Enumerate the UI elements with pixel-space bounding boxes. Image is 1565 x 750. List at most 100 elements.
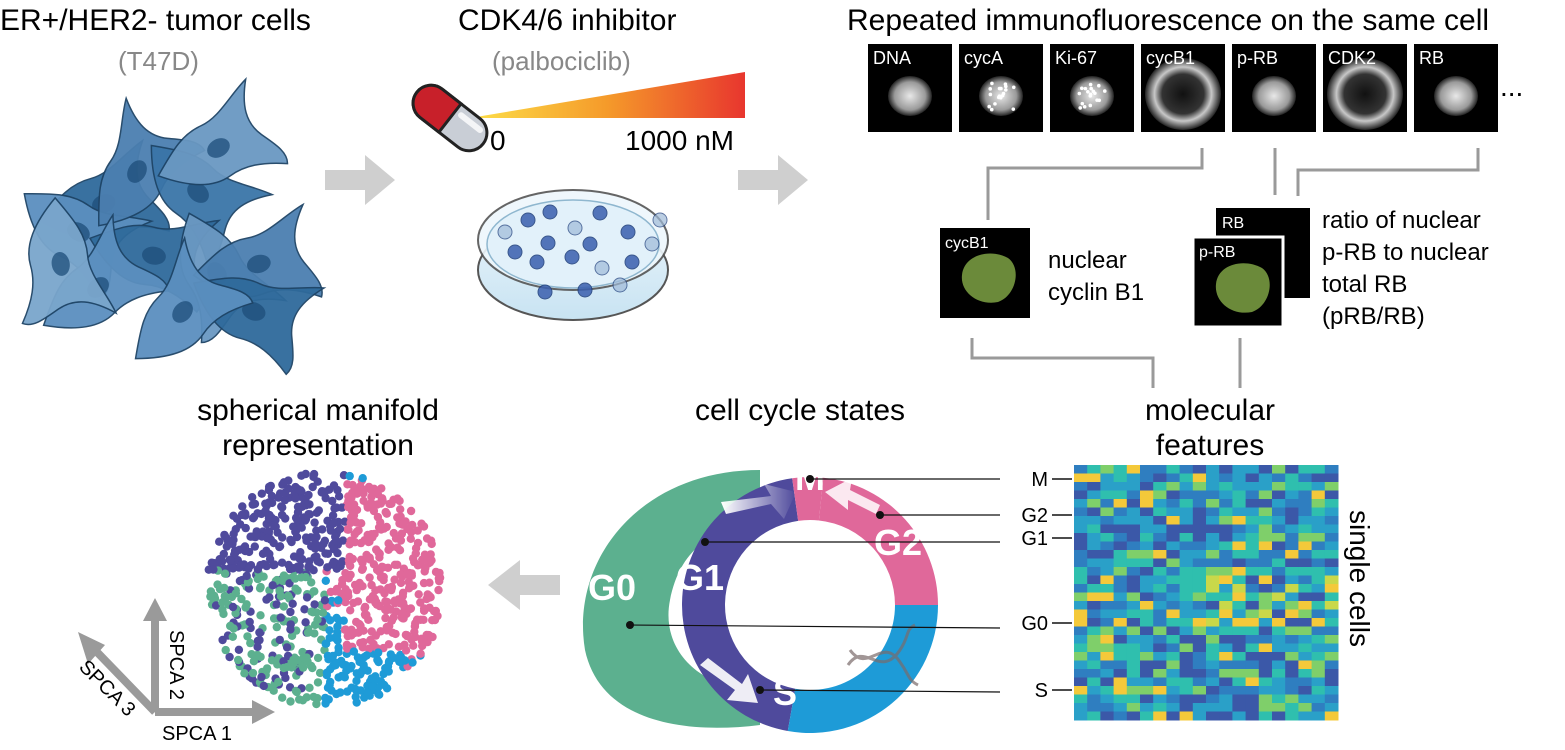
manifold-point (349, 598, 358, 608)
manifold-point (301, 515, 311, 524)
heatmap-cell (1126, 694, 1141, 704)
heatmap-cell (1192, 652, 1207, 661)
heatmap-cell (1113, 652, 1128, 661)
heatmap-cell (1126, 652, 1141, 661)
heatmap-cell (1153, 550, 1167, 559)
heatmap-cell (1298, 524, 1313, 534)
heatmap-cell (1153, 490, 1167, 500)
tumor-cell (192, 202, 323, 298)
heatmap-cell (1100, 609, 1115, 619)
connector-lines (970, 148, 1480, 388)
heatmap-row-labels: M G2 G1 G0 S (1021, 469, 1072, 702)
manifold-point (263, 533, 272, 543)
heatmap-cell (1232, 652, 1247, 661)
manifold-point (274, 493, 283, 502)
manifold-point (253, 574, 262, 584)
heatmap-cell (1219, 533, 1233, 542)
manifold-point (350, 517, 359, 526)
ratio-desc-4: (pRB/RB) (1322, 303, 1425, 330)
manifold-point (237, 594, 246, 604)
heatmap-cell (1258, 482, 1273, 491)
manifold-point (278, 693, 287, 702)
manifold-point (406, 534, 415, 543)
manifold-point (285, 579, 294, 588)
heatmap-cell (1166, 601, 1181, 610)
heatmap-cell (1140, 482, 1154, 491)
heatmap-cell (1245, 635, 1260, 644)
heatmap-cell (1324, 541, 1339, 551)
manifold-point (276, 613, 285, 622)
heatmap-cell (1206, 711, 1220, 721)
manifold-point (289, 655, 298, 665)
heatmap-cell (1087, 652, 1101, 661)
heatmap-cell (1206, 660, 1220, 670)
heatmap-cell (1232, 567, 1247, 576)
heatmap-cell (1258, 660, 1273, 670)
heatmap-cell (1140, 499, 1154, 508)
manifold-point (410, 622, 420, 631)
manifold-point (270, 522, 279, 531)
manifold-point (295, 565, 304, 574)
manifold-point (242, 571, 251, 581)
manifold-scatter (204, 469, 445, 710)
manifold-point (328, 496, 337, 506)
heatmap-cell (1074, 567, 1088, 576)
heatmap-cell (1272, 584, 1286, 593)
manifold-point (410, 557, 419, 567)
heatmap-cell (1258, 473, 1273, 483)
heatmap-cell (1285, 652, 1299, 661)
heatmap-cell (1192, 575, 1207, 585)
manifold-point (429, 607, 439, 616)
heatmap-cell (1087, 643, 1101, 653)
manifold-point (364, 482, 374, 492)
heatmap-cell (1245, 677, 1260, 687)
heatmap-cell (1232, 601, 1247, 610)
heatmap-cell (1074, 618, 1088, 627)
heatmap-cell (1140, 524, 1154, 534)
heatmap-cell (1113, 669, 1128, 678)
heatmap-cell (1298, 635, 1313, 644)
heatmap-side-label: single cells (1344, 510, 1375, 647)
manifold-point (328, 651, 338, 661)
heatmap-cell (1298, 465, 1313, 474)
heatmap-cell (1100, 499, 1115, 508)
manifold-point (334, 673, 343, 682)
heatmap-cell (1126, 533, 1141, 542)
heatmap-cell (1285, 669, 1299, 678)
heatmap-cell (1311, 686, 1326, 695)
heatmap-cell (1100, 686, 1115, 695)
heatmap-cell (1285, 626, 1299, 636)
heatmap-cell (1192, 694, 1207, 704)
heatmap-cell (1324, 490, 1339, 500)
heatmap-cell (1245, 711, 1260, 721)
heatmap-cell (1179, 703, 1194, 712)
cycb1-nucleus (961, 253, 1016, 303)
flow-arrow-3 (488, 560, 560, 610)
manifold-point (346, 606, 355, 615)
manifold-point (209, 565, 218, 574)
heatmap-cell (1113, 618, 1128, 627)
heatmap-cell (1272, 618, 1286, 627)
heatmap-cell (1219, 669, 1233, 678)
heatmap-cell (1258, 609, 1273, 619)
heatmap-cell (1100, 601, 1115, 610)
manifold-point (435, 577, 444, 586)
heatmap-cell (1272, 558, 1286, 568)
manifold-point (248, 668, 258, 678)
manifold-point (291, 494, 300, 503)
manifold-point (416, 649, 425, 658)
manifold-point (431, 567, 441, 577)
heatmap-cell (1166, 541, 1181, 551)
manifold-point (282, 643, 292, 652)
manifold-point (323, 563, 332, 572)
manifold-point (281, 514, 290, 523)
manifold-point (211, 601, 221, 610)
tumor-subtitle: (T47D) (118, 46, 199, 76)
immuno-panel-label: DNA (873, 48, 911, 68)
heatmap-cell (1285, 558, 1299, 568)
heatmap-cell (1192, 677, 1207, 687)
heatmap-cell (1324, 482, 1339, 491)
manifold-point (279, 602, 288, 611)
